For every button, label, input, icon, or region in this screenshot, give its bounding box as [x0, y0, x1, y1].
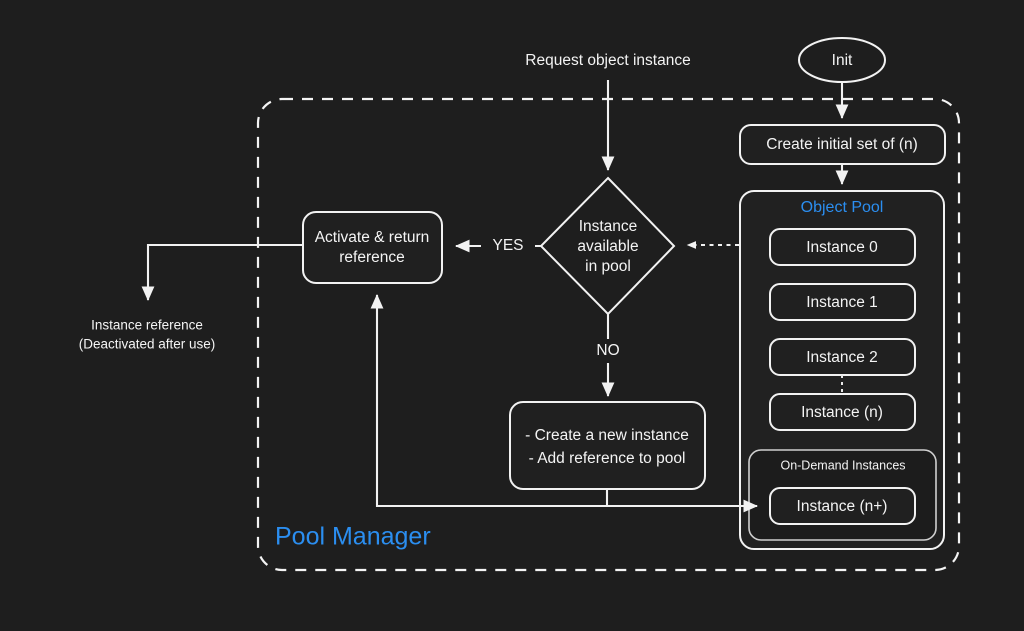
decision-label-line-3: in pool — [585, 258, 631, 275]
instance-n-node — [769, 393, 916, 431]
decision-label-line-1: Instance — [579, 218, 638, 235]
edge-create-new-to-activate — [370, 294, 607, 508]
no-label-bg — [585, 339, 631, 363]
instance-2-label: Instance 2 — [806, 349, 878, 366]
instance-0-label: Instance 0 — [806, 239, 878, 256]
instance-n-plus-node — [769, 487, 916, 525]
instance-0-node — [769, 228, 916, 266]
object-pool-title: Object Pool — [801, 199, 884, 216]
create-initial-set-label: Create initial set of (n) — [766, 136, 918, 153]
create-new-instance-label-line-1: - Create a new instance — [525, 427, 689, 444]
pool-manager-label: Pool Manager — [275, 523, 431, 551]
request-object-instance-label: Request object instance — [525, 52, 690, 69]
activate-return-label-line-1: Activate & return — [315, 229, 430, 246]
instance-1-label: Instance 1 — [806, 294, 878, 311]
instance-n-plus-label: Instance (n+) — [797, 498, 888, 515]
edge-label-no: NO — [596, 342, 619, 359]
activate-return-label-line-2: reference — [339, 249, 404, 266]
yes-label-bg — [481, 234, 535, 258]
create-new-instance-node — [509, 401, 706, 490]
on-demand-instances-title: On-Demand Instances — [780, 458, 905, 472]
activate-return-node — [302, 211, 443, 284]
edge-label-yes: YES — [492, 237, 523, 254]
create-new-instance-label-line-2: - Add reference to pool — [529, 450, 686, 467]
edge-create-new-to-on-demand — [605, 489, 758, 513]
edge-activate-to-output — [141, 243, 303, 301]
instance-reference-label-line-2: (Deactivated after use) — [79, 337, 216, 352]
decision-label-line-2: available — [577, 238, 638, 255]
init-label: Init — [832, 52, 853, 69]
instance-n-label: Instance (n) — [801, 404, 883, 421]
instance-1-node — [769, 283, 916, 321]
instance-reference-label-line-1: Instance reference — [91, 318, 203, 333]
